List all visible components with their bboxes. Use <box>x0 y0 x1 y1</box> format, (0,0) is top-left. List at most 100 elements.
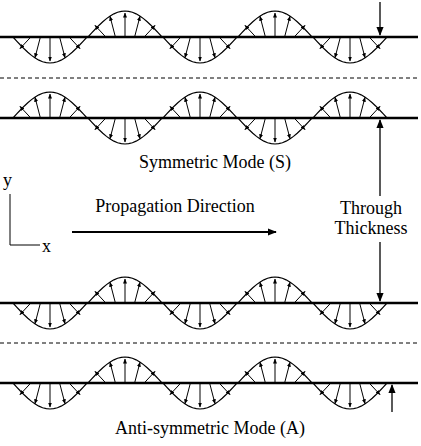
displacement-arrow <box>170 383 181 395</box>
displacement-arrow <box>245 291 256 303</box>
mode-caption: Anti-symmetric Mode (A) <box>90 418 330 438</box>
displacement-arrow <box>275 359 276 383</box>
displacement-arrow <box>185 303 190 324</box>
displacement-arrow <box>200 94 201 118</box>
displacement-arrow <box>294 118 305 130</box>
mid-plane <box>0 78 418 79</box>
displacement-curve <box>88 277 162 303</box>
displacement-arrow <box>245 25 256 37</box>
displacement-arrow <box>110 362 115 383</box>
displacement-arrow <box>350 383 351 407</box>
displacement-arrow <box>335 383 340 404</box>
displacement-arrow <box>125 359 126 383</box>
displacement-arrow <box>260 362 265 383</box>
displacement-arrow <box>285 16 290 37</box>
displacement-arrow <box>369 106 380 118</box>
displacement-arrow <box>69 303 80 315</box>
displacement-arrow <box>335 37 340 58</box>
displacement-arrow <box>125 279 126 303</box>
displacement-curve <box>163 37 237 63</box>
axis-label: x <box>42 236 56 256</box>
displacement-arrow <box>275 279 276 303</box>
displacement-arrow <box>219 106 230 118</box>
displacement-arrow <box>320 37 331 49</box>
displacement-arrow <box>110 118 115 139</box>
thickness-arrow <box>391 385 392 412</box>
displacement-arrow <box>50 94 51 118</box>
displacement-curve <box>13 92 87 118</box>
displacement-lobes <box>13 11 387 409</box>
displacement-arrow <box>135 16 140 37</box>
x-axis <box>10 245 40 246</box>
displacement-arrow <box>95 371 106 383</box>
displacement-curve <box>13 383 87 409</box>
displacement-arrow <box>210 383 215 404</box>
displacement-arrow <box>210 303 215 324</box>
displacement-arrow <box>135 282 140 303</box>
displacement-arrow <box>350 94 351 118</box>
plate-surface <box>0 382 418 385</box>
displacement-arrow <box>369 37 380 49</box>
displacement-arrow <box>285 282 290 303</box>
displacement-curve <box>313 37 387 63</box>
mid-plane <box>0 343 418 344</box>
displacement-arrow <box>219 383 230 395</box>
displacement-arrow <box>35 97 40 118</box>
displacement-arrow <box>69 383 80 395</box>
displacement-curve <box>13 303 87 329</box>
displacement-curve <box>238 357 312 383</box>
displacement-arrow <box>50 37 51 61</box>
displacement-curve <box>313 383 387 409</box>
displacement-arrow <box>144 25 155 37</box>
displacement-arrow <box>245 371 256 383</box>
displacement-arrow <box>60 383 65 404</box>
thickness-label: Through Thickness <box>326 198 416 238</box>
y-axis <box>10 194 11 245</box>
displacement-arrow <box>20 383 31 395</box>
displacement-arrow <box>360 37 365 58</box>
displacement-arrow <box>125 118 126 142</box>
displacement-arrow <box>260 16 265 37</box>
mode-caption: Symmetric Mode (S) <box>130 152 300 172</box>
displacement-arrow <box>20 37 31 49</box>
displacement-arrow <box>200 383 201 407</box>
displacement-arrow <box>285 362 290 383</box>
displacement-arrow <box>320 106 331 118</box>
displacement-arrow <box>135 362 140 383</box>
displacement-arrow <box>260 282 265 303</box>
displacement-arrow <box>144 371 155 383</box>
displacement-arrow <box>170 106 181 118</box>
displacement-arrow <box>294 371 305 383</box>
displacement-arrow <box>185 383 190 404</box>
displacement-arrow <box>95 118 106 130</box>
displacement-arrow <box>210 37 215 58</box>
displacement-arrow <box>275 13 276 37</box>
displacement-arrow <box>294 291 305 303</box>
thickness-arrow <box>379 120 380 196</box>
displacement-arrow <box>219 303 230 315</box>
plate-surface <box>0 302 418 305</box>
thickness-arrow <box>379 242 380 301</box>
displacement-curve <box>88 118 162 144</box>
displacement-arrow <box>335 97 340 118</box>
displacement-arrow <box>69 106 80 118</box>
displacement-arrow <box>185 37 190 58</box>
displacement-curve <box>238 118 312 144</box>
displacement-arrow <box>170 303 181 315</box>
displacement-arrow <box>110 282 115 303</box>
displacement-arrow <box>360 383 365 404</box>
displacement-arrow <box>369 383 380 395</box>
displacement-arrow <box>95 291 106 303</box>
displacement-arrow <box>320 303 331 315</box>
displacement-arrow <box>335 303 340 324</box>
displacement-arrow <box>260 118 265 139</box>
displacement-curve <box>163 383 237 409</box>
displacement-curve <box>163 92 237 118</box>
thickness-arrow <box>379 2 380 35</box>
displacement-arrow <box>69 37 80 49</box>
displacement-arrow <box>50 303 51 327</box>
displacement-arrow <box>144 291 155 303</box>
displacement-arrow <box>110 16 115 37</box>
displacement-arrow <box>320 383 331 395</box>
